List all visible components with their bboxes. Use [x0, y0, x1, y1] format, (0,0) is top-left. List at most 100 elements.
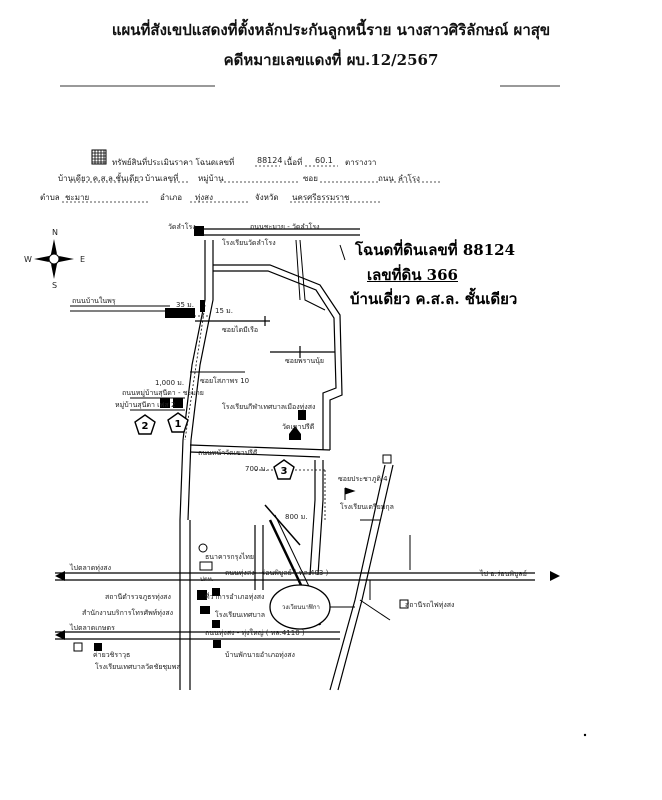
subdistrict-label: ตำบล — [40, 193, 60, 202]
label-soi-3: ซอยโสภาพร 10 — [200, 377, 250, 385]
label-soi-4: ซอยประชาภูติ 4 — [338, 475, 388, 483]
distance-1000m — [184, 304, 206, 441]
label-school-3: โรงเรียนเตรียมกุล — [340, 503, 394, 511]
label-school-2: โรงเรียนกีฬาเทศบาลเมืองทุ่งสง — [222, 403, 316, 411]
road-left-vertical — [179, 240, 214, 521]
province-label: จังหวัด — [255, 193, 279, 202]
school-icon — [298, 410, 306, 420]
building-icon — [173, 398, 183, 408]
building-icon — [200, 300, 205, 312]
label-village-road: ถนนหมู่บ้านสุนีดา - ชะมาย — [122, 389, 204, 397]
label-1000m: 1,000 ม. — [155, 379, 185, 387]
subdistrict-value: ชะมาย — [65, 193, 90, 202]
road-right-diagonal — [329, 464, 394, 691]
label-35m: 35 ม. — [176, 301, 194, 309]
road-cross-mid — [254, 525, 264, 590]
label-highway-4110: ถนนทุ่งสง - ทุ่งใหญ่ ( ทล.4110 ) — [205, 629, 305, 637]
road-lower-vertical — [309, 460, 324, 576]
label-ptt: ปตท. — [200, 576, 214, 583]
label-800m: 800 ม. — [285, 513, 308, 521]
flag-icon — [344, 487, 356, 500]
label-highway-403: ถนนทุ่งสง - ร่อนพิบูลย์ ( ทล.403 ) — [225, 569, 329, 577]
case-number: คดีหมายเลขแดงที่ ผบ.12/2567 — [223, 51, 439, 69]
label-soi-1: ซอยไดมีเรือ — [222, 326, 259, 334]
marker-1: 1 — [167, 412, 189, 433]
hospital-icon — [382, 454, 392, 464]
road-value: ลำโรง — [398, 174, 420, 183]
legend-label: ทรัพย์สินที่ประเมินราคา โฉนดเลขที่ — [112, 158, 235, 167]
label-police: สถานีตำรวจภูธรทุ่งสง — [105, 593, 171, 601]
label-hospital-a: ค่ายวชิราวุธ — [93, 651, 131, 659]
label-wat-2: วัดเขาปรีดี — [282, 423, 315, 431]
building-icon — [94, 643, 102, 651]
arrow-left-icon — [55, 571, 65, 581]
label-wat-lamrong: วัดลำโรง — [168, 223, 196, 231]
province-value: นครศรีธรรมราช — [292, 193, 350, 202]
building-icon — [213, 640, 221, 648]
area-label: เนื้อที่ — [284, 158, 303, 167]
area-value: 60.1 — [315, 156, 333, 165]
label-school-wat: โรงเรียนวัดลำโรง — [222, 239, 276, 247]
bank-icon — [198, 543, 208, 553]
deed-number: 88124 — [257, 156, 283, 165]
label-700m: 700 ม. — [245, 465, 268, 473]
highway-4110 — [55, 631, 340, 640]
road-cross-left — [179, 520, 191, 690]
label-roundabout: วงเวียนนาฬิกา — [282, 604, 320, 611]
label-bank: ธนาคารกรุงไทย — [205, 553, 255, 561]
label-fire: บ้านพักนายอำเภอทุ่งสง — [225, 651, 295, 659]
address-label: บ้านเลขที่ — [145, 174, 179, 183]
plot-pointer — [339, 244, 346, 261]
label-provincial: สำนักงานบริการโทรศัพท์ทุ่งสง — [82, 609, 174, 617]
building-icon — [212, 620, 220, 628]
plot-land-number: เลขที่ดิน 366 — [367, 266, 458, 284]
map-title: แผนที่สังเขปแสดงที่ตั้งหลักประกันลูกหนี้… — [111, 21, 551, 39]
label-road-ban: ถนนบ้านในพรุ — [72, 297, 116, 305]
label-to-right: ไป อ.ร่อนพิบูลย์ — [480, 570, 527, 578]
label-school-4: โรงเรียนเทศบาลวัดชัยชุมพล — [95, 663, 181, 671]
hospital-icon — [73, 642, 83, 652]
district-label: อำเภอ — [160, 193, 183, 202]
label-gov-office: ที่ว่าการอำเภอทุ่งสง — [205, 593, 265, 601]
label-15m: 15 ม. — [215, 307, 233, 315]
compass-rose-icon — [34, 239, 74, 279]
village-type: บ้านเดียว ค.ส.ล.ชั้นเดียว — [58, 174, 144, 183]
building-icon — [200, 606, 210, 614]
marker-3: 3 — [273, 459, 295, 480]
building-icon — [212, 588, 220, 596]
building-icon — [165, 308, 195, 318]
compass-n: N — [52, 228, 58, 237]
compass-w: W — [24, 255, 32, 264]
legend-grid-icon — [91, 149, 107, 165]
marker-2-label: 2 — [142, 421, 149, 432]
arrow-right-icon — [550, 571, 560, 581]
road-to-plot — [213, 264, 343, 450]
label-to-left-top: ไปตลาดทุ่งสง — [70, 564, 111, 572]
marker-1-label: 1 — [175, 419, 182, 430]
compass-e: E — [80, 255, 86, 264]
hospital-icon — [399, 599, 409, 609]
moo-label: หมู่บ้าน — [198, 174, 224, 183]
road-ban-nai-phru — [70, 305, 170, 312]
marker-2: 2 — [134, 414, 156, 435]
label-village-2: หมู่บ้านสุนีดา เฟส 2 — [115, 401, 176, 409]
label-railway: สถานีรถไฟทุ่งสง — [405, 601, 455, 609]
police-icon — [197, 590, 207, 600]
arrow-left-icon — [55, 630, 65, 640]
temple-icon — [289, 426, 301, 440]
road-top — [200, 228, 360, 236]
label-soi-2: ซอยพรานนุ้ย — [285, 357, 325, 365]
compass-s: S — [52, 281, 58, 290]
road-wat-khao-pridi — [189, 444, 331, 458]
temple-icon — [194, 226, 204, 236]
building-icon — [160, 398, 170, 408]
plot-deed-label: โฉนดที่ดินเลขที่ 88124 — [355, 241, 516, 259]
label-to-left-bottom: ไปตลาดเกษตร — [70, 624, 115, 632]
label-bank2: โรงเรียนเทศบาล — [215, 611, 266, 619]
label-road-top: ถนนชะมาย - วัดลำโรง — [250, 223, 320, 231]
area-unit: ตารางวา — [345, 158, 377, 167]
highway-403 — [55, 572, 535, 581]
inner-road — [299, 239, 326, 311]
road-label: ถนน — [378, 174, 394, 183]
